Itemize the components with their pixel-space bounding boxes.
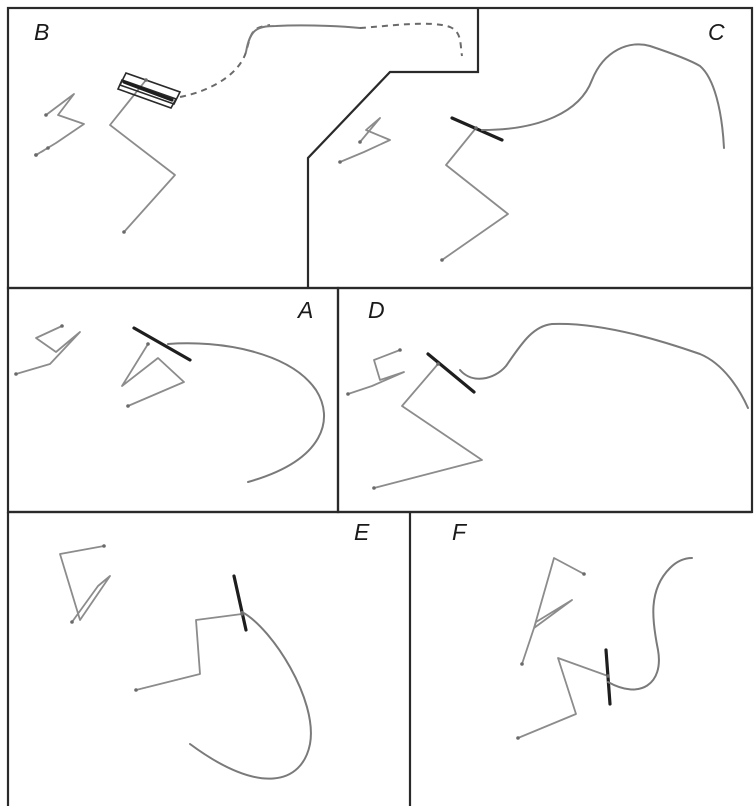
panel-e-bar bbox=[232, 574, 248, 632]
panel-f-path bbox=[607, 557, 693, 691]
limb-endpoint bbox=[146, 342, 150, 346]
panel-b-small-limb bbox=[35, 93, 85, 156]
limb-endpoint bbox=[520, 662, 524, 666]
panel-b bbox=[34, 22, 463, 234]
panel-label-a: A bbox=[296, 297, 313, 323]
panel-c bbox=[338, 43, 725, 262]
panel-c-small-limb bbox=[339, 117, 391, 163]
limb-endpoint bbox=[474, 126, 478, 130]
panel-f-large-limb bbox=[517, 657, 609, 739]
panel-d-bar bbox=[426, 352, 476, 394]
panel-b-large-limb bbox=[109, 79, 176, 233]
panel-label-e: E bbox=[354, 519, 370, 545]
panel-a-bar bbox=[132, 326, 192, 362]
limb-endpoint bbox=[34, 153, 38, 157]
limb-endpoint bbox=[516, 736, 520, 740]
panel-d-frame bbox=[336, 286, 754, 514]
limb-endpoint bbox=[14, 372, 18, 376]
panel-a-frame bbox=[6, 286, 340, 514]
panel-label-f: F bbox=[452, 519, 468, 545]
top-frame bbox=[6, 6, 754, 290]
panel-label-b: B bbox=[34, 19, 49, 45]
panel-b-small-limb-tip bbox=[35, 147, 49, 156]
panel-f bbox=[516, 557, 693, 740]
panel-d-small-limb bbox=[347, 349, 405, 395]
panel-c-large-limb bbox=[441, 127, 509, 261]
limb-endpoint bbox=[372, 486, 376, 490]
limb-endpoint bbox=[70, 620, 74, 624]
limb-endpoint bbox=[436, 362, 440, 366]
limb-endpoint bbox=[346, 392, 350, 396]
panel-label-c: C bbox=[708, 19, 725, 45]
panel-e-small-limb bbox=[59, 545, 111, 623]
panel-borders bbox=[6, 6, 754, 806]
limb-endpoint bbox=[398, 348, 402, 352]
panel-a bbox=[14, 324, 325, 483]
limb-endpoint bbox=[440, 258, 444, 262]
panel-b-path-dashed-right bbox=[359, 22, 463, 57]
limb-endpoint bbox=[44, 113, 48, 117]
panel-c-path bbox=[481, 43, 725, 149]
panel-f-small-limb bbox=[521, 557, 585, 665]
limb-endpoint bbox=[606, 674, 610, 678]
panel-d bbox=[346, 322, 749, 490]
limb-endpoint bbox=[338, 160, 342, 164]
b-c-divider bbox=[306, 8, 480, 288]
bottom-frame bbox=[6, 510, 752, 806]
panel-b-bar-stack bbox=[116, 72, 182, 109]
panel-b-path-dashed-left bbox=[179, 24, 271, 98]
panel-d-path bbox=[459, 322, 749, 409]
panel-a-large-limb bbox=[121, 343, 185, 407]
panel-e-path bbox=[189, 611, 312, 780]
panel-a-small-limb bbox=[15, 325, 81, 375]
panel-label-d: D bbox=[368, 297, 385, 323]
limb-endpoint bbox=[126, 404, 130, 408]
limb-endpoint bbox=[46, 146, 50, 150]
limb-endpoint bbox=[60, 324, 64, 328]
panel-e bbox=[59, 544, 312, 780]
panel-labels: B C A D E F bbox=[34, 19, 725, 545]
limb-endpoint bbox=[122, 230, 126, 234]
panel-d-large-limb bbox=[373, 363, 483, 489]
panel-e-large-limb bbox=[135, 613, 243, 691]
limb-endpoint bbox=[582, 572, 586, 576]
limb-endpoint bbox=[358, 140, 362, 144]
limb-endpoint bbox=[144, 78, 148, 82]
limb-endpoint bbox=[102, 544, 106, 548]
limb-endpoint bbox=[134, 688, 138, 692]
limb-endpoint bbox=[240, 612, 244, 616]
panel-b-path-solid bbox=[245, 24, 361, 53]
panel-a-path bbox=[167, 342, 325, 483]
